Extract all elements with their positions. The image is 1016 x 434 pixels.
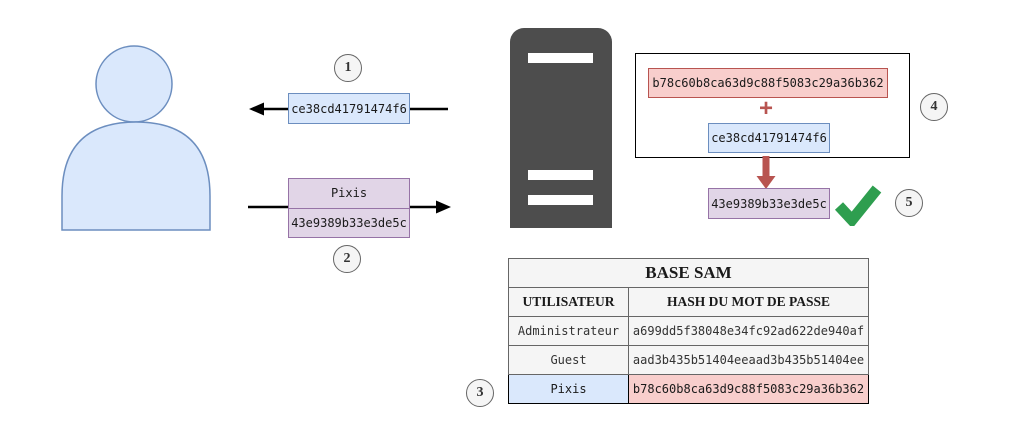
step-3-badge: 3	[466, 379, 494, 407]
computed-response-value: 43e9389b33e3de5c	[711, 196, 827, 211]
step-5-badge: 5	[895, 189, 923, 217]
computed-response-box: 43e9389b33e3de5c	[708, 188, 830, 219]
step-1-number: 1	[344, 60, 352, 75]
table-row: Guest aad3b435b51404eeaad3b435b51404ee	[508, 345, 869, 375]
table-row: Administrateur a699dd5f38048e34fc92ad622…	[508, 316, 869, 346]
step-2-badge: 2	[333, 245, 361, 273]
step-4-badge: 4	[920, 93, 948, 121]
server-icon	[510, 28, 612, 228]
sam-hash: aad3b435b51404eeaad3b435b51404ee	[628, 345, 869, 375]
challenge-value-box: ce38cd41791474f6	[288, 93, 410, 124]
response-username: Pixis	[289, 179, 409, 209]
server-slot-icon	[528, 170, 593, 180]
check-mark-icon	[834, 185, 882, 226]
sam-table: BASE SAM UTILISATEUR HASH DU MOT DE PASS…	[508, 258, 869, 404]
response-value: 43e9389b33e3de5c	[291, 215, 407, 230]
step-5-number: 5	[905, 195, 913, 210]
stored-hash-value: b78c60b8ca63d9c88f5083c29a36b362	[652, 76, 884, 90]
sam-table-title: BASE SAM	[508, 258, 869, 288]
step-2-number: 2	[343, 251, 351, 266]
step-3-number: 3	[476, 385, 484, 400]
result-arrow-down-icon	[756, 156, 776, 189]
response-message-box: Pixis 43e9389b33e3de5c	[288, 178, 410, 238]
table-row-highlighted: Pixis b78c60b8ca63d9c88f5083c29a36b362	[508, 374, 869, 404]
challenge-copy-value: ce38cd41791474f6	[711, 131, 827, 145]
sam-user: Pixis	[508, 374, 629, 404]
user-icon	[61, 45, 211, 231]
step-4-number: 4	[930, 99, 938, 114]
challenge-value: ce38cd41791474f6	[291, 101, 407, 116]
step-1-badge: 1	[334, 54, 362, 82]
stored-hash-box: b78c60b8ca63d9c88f5083c29a36b362	[648, 68, 888, 98]
challenge-copy-box: ce38cd41791474f6	[708, 123, 830, 153]
server-slot-icon	[528, 53, 593, 63]
sam-col-hash: HASH DU MOT DE PASSE	[628, 287, 869, 317]
server-slot-icon	[528, 195, 593, 205]
sam-hash: a699dd5f38048e34fc92ad622de940af	[628, 316, 869, 346]
plus-operator: +	[758, 95, 773, 122]
sam-user: Guest	[508, 345, 629, 375]
sam-user: Administrateur	[508, 316, 629, 346]
sam-col-user: UTILISATEUR	[508, 287, 629, 317]
sam-hash: b78c60b8ca63d9c88f5083c29a36b362	[628, 374, 869, 404]
